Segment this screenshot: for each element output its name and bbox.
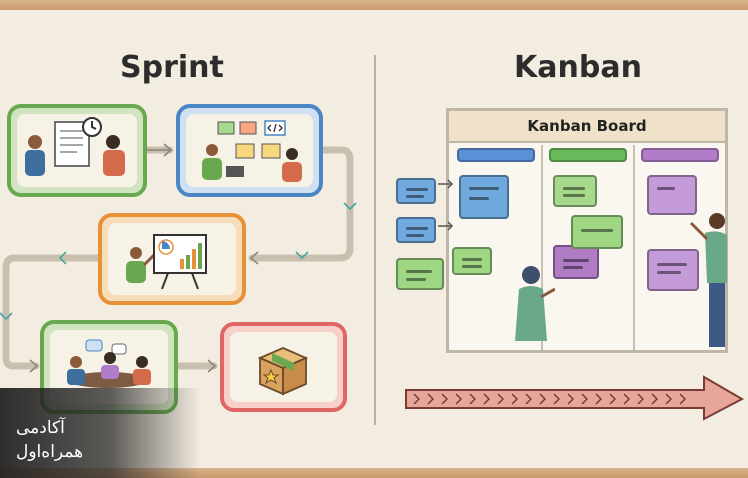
watermark-shade bbox=[0, 388, 200, 478]
star-box-icon bbox=[257, 347, 309, 396]
team-member-right-illustration bbox=[689, 213, 727, 347]
kanban-title: Kanban bbox=[514, 50, 642, 85]
bottom-frame bbox=[0, 468, 748, 478]
backlog-card bbox=[452, 247, 492, 275]
code-icon bbox=[264, 120, 286, 136]
kanban-card bbox=[459, 175, 509, 219]
watermark-line-2: همراه‌اول bbox=[16, 442, 84, 462]
retrospective-illustration bbox=[67, 339, 151, 388]
review-illustration bbox=[126, 247, 158, 283]
sprint-planning-panel bbox=[7, 104, 147, 197]
chart-icon bbox=[153, 234, 207, 290]
kanban-card bbox=[571, 215, 623, 249]
arrow-icon bbox=[438, 179, 454, 231]
kanban-column-doing-header bbox=[549, 148, 627, 162]
kanban-board: Kanban Board bbox=[446, 108, 728, 353]
kanban-card bbox=[553, 175, 597, 207]
development-illustration bbox=[202, 121, 302, 182]
kanban-card bbox=[647, 249, 699, 291]
section-divider bbox=[374, 55, 376, 425]
backlog-card bbox=[396, 217, 436, 243]
backlog-card bbox=[396, 258, 444, 290]
sprint-title: Sprint bbox=[120, 50, 224, 85]
backlog-card bbox=[396, 178, 436, 204]
clock-icon bbox=[82, 117, 102, 137]
sprint-review-panel bbox=[98, 213, 246, 305]
sprint-development-panel bbox=[176, 104, 323, 197]
sprint-delivery-panel bbox=[220, 322, 347, 412]
flow-timeline-arrow bbox=[405, 375, 744, 421]
kanban-column-done-header bbox=[641, 148, 719, 162]
top-frame bbox=[0, 0, 748, 10]
team-member-left-illustration bbox=[515, 266, 555, 341]
kanban-column-todo-header bbox=[457, 148, 535, 162]
kanban-board-header: Kanban Board bbox=[449, 111, 725, 143]
planning-illustration bbox=[25, 121, 125, 176]
kanban-card bbox=[553, 245, 599, 279]
kanban-board-title: Kanban Board bbox=[527, 117, 647, 135]
watermark-line-1: آکادمی bbox=[16, 418, 65, 438]
kanban-column-divider bbox=[541, 145, 543, 350]
sprint-flow-arrows bbox=[0, 143, 357, 373]
kanban-column-divider bbox=[633, 145, 635, 350]
kanban-card bbox=[647, 175, 697, 215]
